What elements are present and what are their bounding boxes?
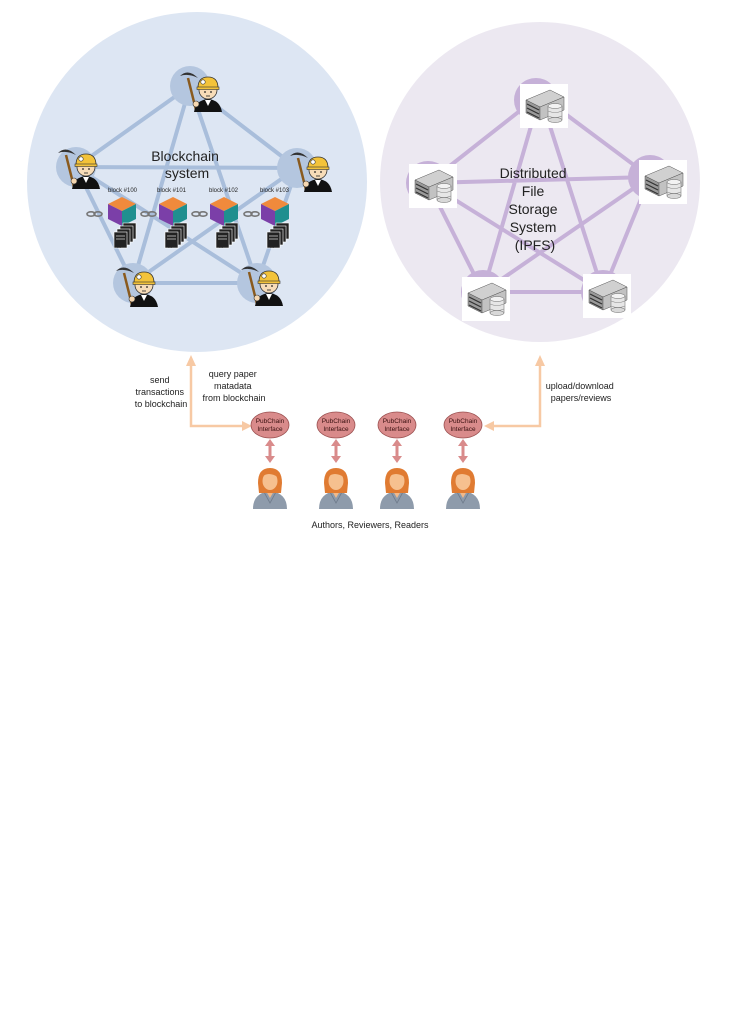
server-icon: [408, 163, 458, 209]
server-icon: [519, 83, 569, 129]
block-label: block #102: [209, 188, 239, 194]
send-transactions-label: send transactions to blockchain: [135, 375, 188, 409]
arrowhead-up: [535, 355, 545, 366]
arrowhead-left: [484, 421, 494, 431]
user-icon: [445, 467, 481, 510]
arrowhead-right: [242, 421, 252, 431]
query-metadata-label: query paper matadata from blockchain: [202, 369, 265, 403]
server-icon: [461, 276, 511, 322]
svg-text:TX: TX: [167, 244, 172, 249]
block-label: block #100: [108, 188, 138, 194]
blockchain-title: Blockchain system: [151, 148, 223, 181]
ipfs-access-arrow: [490, 364, 542, 428]
user-icon: [252, 467, 288, 510]
miner-nodes: [56, 66, 334, 309]
blockchain-access-arrow: [189, 364, 248, 428]
pubchain-architecture-diagram: Blockchain system block #100 TX block #1…: [27, 12, 700, 530]
storage-nodes: [406, 78, 688, 322]
upload-download-label: upload/download papers/reviews: [546, 381, 617, 403]
blockchain-network-links: [69, 83, 304, 288]
ipfs-title: Distributed File Storage System (IPFS): [500, 165, 571, 253]
block-label: block #103: [260, 188, 290, 194]
svg-text:TX: TX: [269, 244, 274, 249]
ipfs-circle: [380, 22, 700, 342]
interface-user-arrows: [265, 439, 468, 463]
blockchain-circle: [27, 12, 367, 352]
svg-text:TX: TX: [218, 244, 223, 249]
block-103: block #103 TX: [260, 188, 290, 249]
chain-links: [86, 211, 260, 218]
block-101: block #101 TX: [157, 188, 188, 249]
svg-text:TX: TX: [116, 244, 121, 249]
block-102: block #102 TX: [209, 188, 239, 249]
user-icon: [379, 467, 415, 510]
block-label: block #101: [157, 188, 187, 194]
user-icon: [318, 467, 354, 510]
users-caption: Authors, Reviewers, Readers: [311, 520, 429, 530]
arrowhead-up: [186, 355, 196, 366]
server-icon: [582, 273, 632, 319]
block-100: block #100 TX: [108, 188, 138, 249]
server-icon: [638, 159, 688, 205]
